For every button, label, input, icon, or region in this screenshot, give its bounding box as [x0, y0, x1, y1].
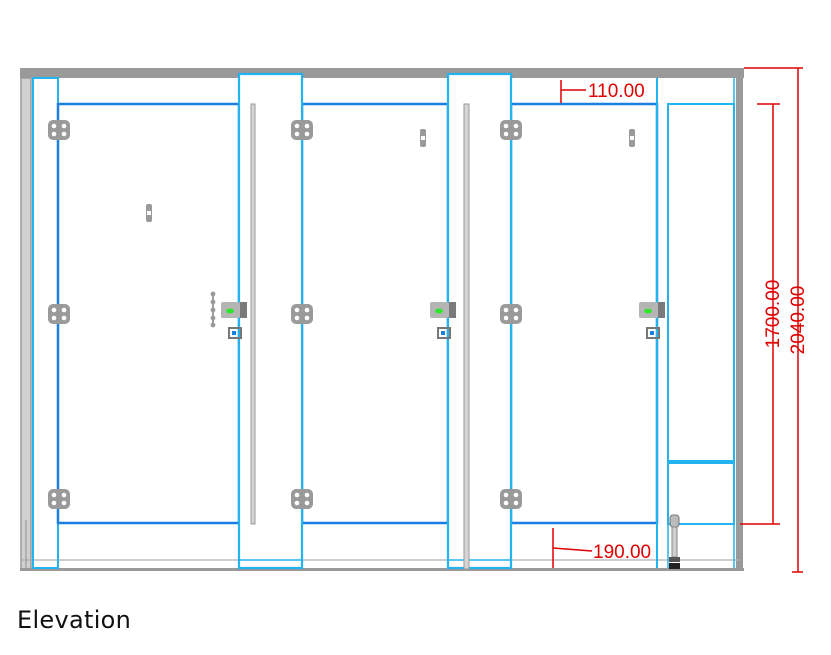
dimension-door-height: 1700.00 — [740, 103, 784, 525]
door-pull-icon — [210, 291, 216, 328]
coat-hook-icon — [629, 129, 635, 147]
hinge-icon — [500, 120, 522, 140]
hinge-icon — [291, 304, 313, 324]
hinges — [48, 120, 522, 509]
dimension-door-height-label: 1700.00 — [763, 280, 784, 349]
hinge-icon — [500, 489, 522, 509]
frame — [20, 68, 744, 571]
dimension-top-gap-label: 110.00 — [588, 81, 645, 102]
hinge-icon — [48, 120, 70, 140]
door-1[interactable] — [56, 102, 241, 525]
hinge-icon — [500, 304, 522, 324]
door-2[interactable] — [300, 102, 450, 525]
coat-hook-icon — [420, 129, 426, 147]
coat-hooks — [146, 129, 635, 222]
latch-indicator-icon — [430, 302, 456, 339]
doors — [56, 102, 659, 525]
divider-panel-1-edge — [250, 103, 256, 525]
floor-line — [20, 568, 744, 571]
dimensions: 110.00 190.00 1700.00 2040.00 — [552, 67, 809, 573]
head-rail — [20, 68, 744, 78]
divider-panel-2-edge — [463, 103, 470, 570]
right-wall-post — [736, 78, 743, 570]
dimension-total-height: 2040.00 — [744, 67, 809, 573]
latch-indicator-icon — [639, 302, 665, 339]
coat-hook-icon — [146, 204, 152, 222]
end-panel-rail — [668, 460, 734, 464]
drawing-caption: Elevation — [17, 606, 132, 634]
dimension-bottom-gap-label: 190.00 — [593, 542, 651, 563]
end-panel — [667, 78, 735, 568]
hinge-icon — [48, 489, 70, 509]
adjustable-foot-icon — [669, 514, 680, 569]
latches — [221, 302, 665, 339]
door-3[interactable] — [509, 102, 659, 525]
hinge-icon — [291, 489, 313, 509]
dimension-total-height-label: 2040.00 — [788, 286, 809, 355]
latch-indicator-icon — [221, 302, 247, 339]
hinge-icon — [291, 120, 313, 140]
dimension-top-gap: 110.00 — [560, 80, 645, 103]
left-wall-post — [20, 77, 32, 571]
dimension-bottom-gap: 190.00 — [552, 528, 651, 568]
hinge-icon — [48, 304, 70, 324]
